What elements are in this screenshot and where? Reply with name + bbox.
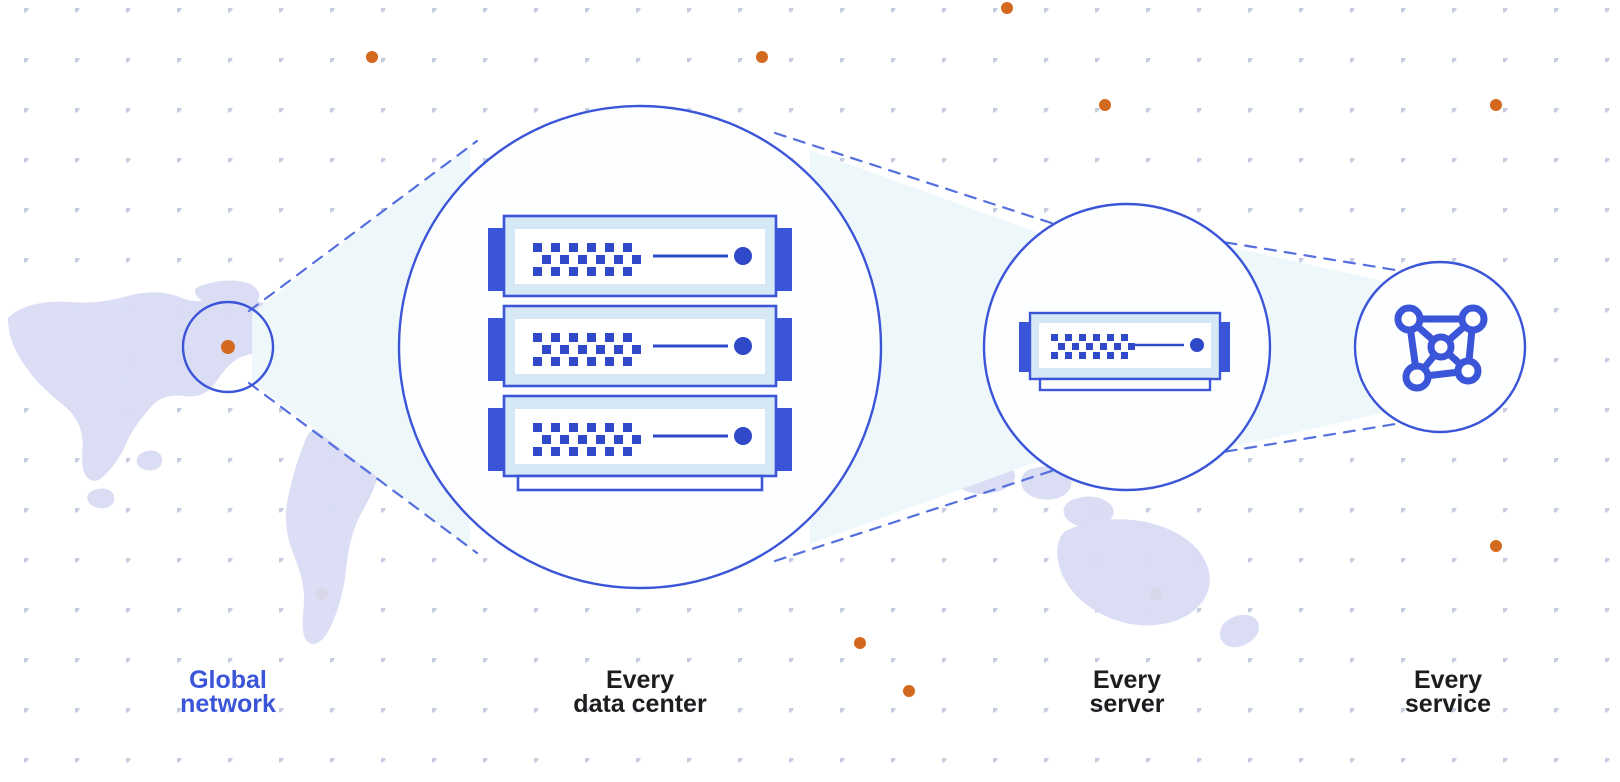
- server-rack-icon: [488, 214, 792, 492]
- label-global-network-line2: network: [180, 690, 276, 718]
- rack-unit-3-status-dot: [734, 427, 752, 445]
- label-every-service-line1: Every: [1414, 666, 1482, 694]
- orange-dot: [1490, 540, 1502, 552]
- funnel-datacenter-to-server-top-edge: [773, 131, 1078, 233]
- rack-unit-1: [488, 214, 792, 298]
- orange-dot: [366, 51, 378, 63]
- rack-base-shelf: [516, 474, 764, 492]
- rack-unit-1-led-matrix: [533, 243, 641, 276]
- global-network-circle: [181, 300, 275, 394]
- funnel-global-to-datacenter-fill: [252, 146, 470, 548]
- funnel-global-to-datacenter-bottom-edge: [247, 381, 479, 555]
- label-global-network-line1: Global: [189, 666, 267, 694]
- orange-dot: [854, 637, 866, 649]
- label-every-data-center-line2: data center: [573, 690, 707, 718]
- orange-dot: [1001, 2, 1013, 14]
- mesh-node-center: [1427, 333, 1455, 361]
- label-every-server-line1: Every: [1093, 666, 1161, 694]
- server-led-matrix: [1051, 334, 1135, 359]
- rack-unit-2-led-matrix: [533, 333, 641, 366]
- label-every-server-line2: server: [1089, 690, 1164, 718]
- stage-global-network[interactable]: [181, 300, 275, 394]
- orange-dot: [1490, 99, 1502, 111]
- rack-unit-1-status-dot: [734, 247, 752, 265]
- rack-unit-2-status-dot: [734, 337, 752, 355]
- stage-every-server[interactable]: [982, 202, 1272, 492]
- mesh-node-top-left: [1394, 304, 1424, 334]
- stage-labels: Global network Every data center Every s…: [180, 666, 1491, 718]
- network-mesh-graph-icon: [1394, 304, 1488, 392]
- label-every-service-line2: service: [1405, 690, 1491, 718]
- location-pin-dot-icon: [221, 340, 235, 354]
- orange-dot: [1099, 99, 1111, 111]
- rack-unit-2: [488, 304, 792, 388]
- mesh-node-top-right: [1458, 304, 1488, 334]
- funnel-datacenter-to-server-fill: [810, 150, 1050, 544]
- single-server-icon: [1019, 311, 1230, 392]
- server-base-shelf: [1038, 377, 1212, 392]
- rack-unit-3: [488, 394, 792, 478]
- label-every-data-center-line1: Every: [606, 666, 674, 694]
- orange-dot: [756, 51, 768, 63]
- server-status-dot: [1190, 338, 1204, 352]
- rack-unit-3-led-matrix: [533, 423, 641, 456]
- funnel-global-to-datacenter-top-edge: [247, 139, 479, 313]
- orange-dot: [903, 685, 915, 697]
- funnel-datacenter-to-server-bottom-edge: [773, 461, 1078, 563]
- mesh-node-bottom-right: [1454, 357, 1482, 385]
- stage-every-data-center[interactable]: [397, 104, 883, 590]
- mesh-node-bottom-left: [1402, 362, 1432, 392]
- stage-every-service[interactable]: [1353, 260, 1527, 434]
